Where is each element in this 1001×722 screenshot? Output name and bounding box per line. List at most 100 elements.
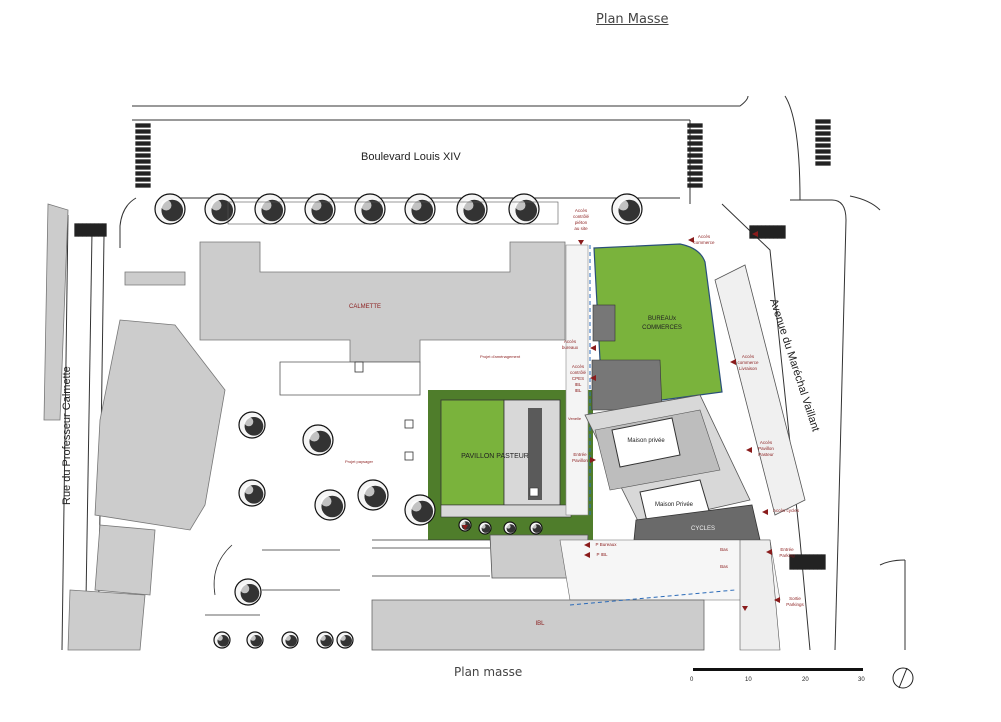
access-label: IBL xyxy=(575,382,582,387)
access-label: CPES xyxy=(572,376,584,381)
tree-icon xyxy=(213,631,231,649)
access-label: Accès xyxy=(572,364,585,369)
tree-icon xyxy=(529,521,543,535)
crosswalk-stripe xyxy=(789,554,794,570)
lower-area xyxy=(371,534,781,651)
north-arrow-icon xyxy=(892,667,914,689)
access-label: Parking xyxy=(779,553,795,558)
crosswalk-stripe xyxy=(687,123,703,128)
crosswalk-stripe xyxy=(135,177,151,182)
tree-icon xyxy=(304,193,336,225)
access-label: Bas xyxy=(720,564,729,569)
maison2-label: Maison Privée xyxy=(655,502,694,508)
crosswalk-stripe xyxy=(765,225,770,239)
amenagement-label: Projet d'aménagement xyxy=(480,354,521,359)
bureaux-label-2: COMMERCES xyxy=(642,325,682,331)
ibl-label: IBL xyxy=(535,621,545,627)
boulevard-trees xyxy=(154,193,643,225)
tree-icon xyxy=(503,521,517,535)
crosswalk-stripe xyxy=(90,223,95,237)
maison1-label: Maison privée xyxy=(627,438,665,444)
crosswalk-stripe xyxy=(135,141,151,146)
tree-icon xyxy=(478,521,492,535)
tree-icon xyxy=(357,479,389,511)
scale-bar: 0 10 20 30 xyxy=(690,668,865,683)
access-label: P IBL xyxy=(597,552,608,557)
access-label: bureaux xyxy=(562,345,579,350)
tree-icon xyxy=(336,631,354,649)
calmette-label: CALMETTE xyxy=(349,304,381,310)
crosswalk-stripe xyxy=(761,225,766,239)
access-label: Pavillon xyxy=(758,446,774,451)
crosswalk-stripe xyxy=(687,171,703,176)
crosswalk-stripe xyxy=(815,131,831,136)
crosswalk-stripe xyxy=(135,147,151,152)
crosswalk-stripe xyxy=(94,223,99,237)
crosswalk-stripe xyxy=(815,125,831,130)
plan-caption: Plan masse xyxy=(454,665,523,679)
paysager-label: Projet paysager xyxy=(345,459,374,464)
crosswalk-stripe xyxy=(813,554,818,570)
crosswalk-stripe xyxy=(78,223,83,237)
crosswalks xyxy=(74,119,831,570)
crosswalk-stripe xyxy=(98,223,103,237)
access-label: commerce xyxy=(737,360,759,365)
tree-icon xyxy=(302,424,334,456)
crosswalk-stripe xyxy=(821,554,826,570)
access-label: Livraison xyxy=(739,366,758,371)
access-label: Accès xyxy=(575,208,588,213)
street-calmette-label: Rue du Professeur Calmette xyxy=(61,366,73,505)
parking-lower-left xyxy=(205,544,340,616)
crosswalk-stripe xyxy=(86,223,91,237)
crosswalk-stripe xyxy=(749,225,754,239)
crosswalk-stripe xyxy=(102,223,107,237)
tree-icon xyxy=(281,631,299,649)
crosswalk-stripe xyxy=(809,554,814,570)
crosswalk-stripe xyxy=(74,223,79,237)
access-label: Parkings xyxy=(786,602,804,607)
crosswalk-stripe xyxy=(135,159,151,164)
crosswalk-stripe xyxy=(797,554,802,570)
plan-title: Plan Masse xyxy=(596,12,669,27)
crosswalk-stripe xyxy=(687,153,703,158)
crosswalk-stripe xyxy=(777,225,782,239)
tree-icon xyxy=(316,631,334,649)
tree-icon xyxy=(456,193,488,225)
access-label: Accès xyxy=(564,339,577,344)
scale-tick-30: 30 xyxy=(858,677,865,683)
crosswalk-stripe xyxy=(687,159,703,164)
crosswalk-stripe xyxy=(815,119,831,124)
maison-privee-1 xyxy=(611,417,681,468)
street-boulevard-label: Boulevard Louis XIV xyxy=(361,151,461,163)
crosswalk-stripe xyxy=(805,554,810,570)
tree-icon xyxy=(611,193,643,225)
tree-icon xyxy=(246,631,264,649)
crosswalk-stripe xyxy=(82,223,87,237)
bureaux-label-1: BUREAUx xyxy=(648,316,676,322)
access-arrows xyxy=(462,231,780,611)
crosswalk-stripe xyxy=(135,123,151,128)
tree-icon xyxy=(238,479,266,507)
crosswalk-stripe xyxy=(801,554,806,570)
crosswalk-stripe xyxy=(135,171,151,176)
tree-icon xyxy=(314,489,346,521)
access-label: Entrée xyxy=(780,547,794,552)
tree-icon xyxy=(254,193,286,225)
crosswalk-stripe xyxy=(815,137,831,142)
access-label: Accès xyxy=(742,354,755,359)
bureaux-commerces-building xyxy=(591,243,723,411)
tree-icon xyxy=(404,193,436,225)
tree-icon xyxy=(234,578,262,606)
crosswalk-stripe xyxy=(793,554,798,570)
access-label: Sortie xyxy=(789,596,801,601)
crosswalk-stripe xyxy=(687,177,703,182)
crosswalk-stripe xyxy=(687,183,703,188)
crosswalk-stripe xyxy=(687,147,703,152)
access-label: piéton xyxy=(575,220,588,225)
pavillon-area xyxy=(428,390,593,540)
crosswalk-stripe xyxy=(135,153,151,158)
access-label: Pasteur xyxy=(758,452,774,457)
tree-icon xyxy=(354,193,386,225)
